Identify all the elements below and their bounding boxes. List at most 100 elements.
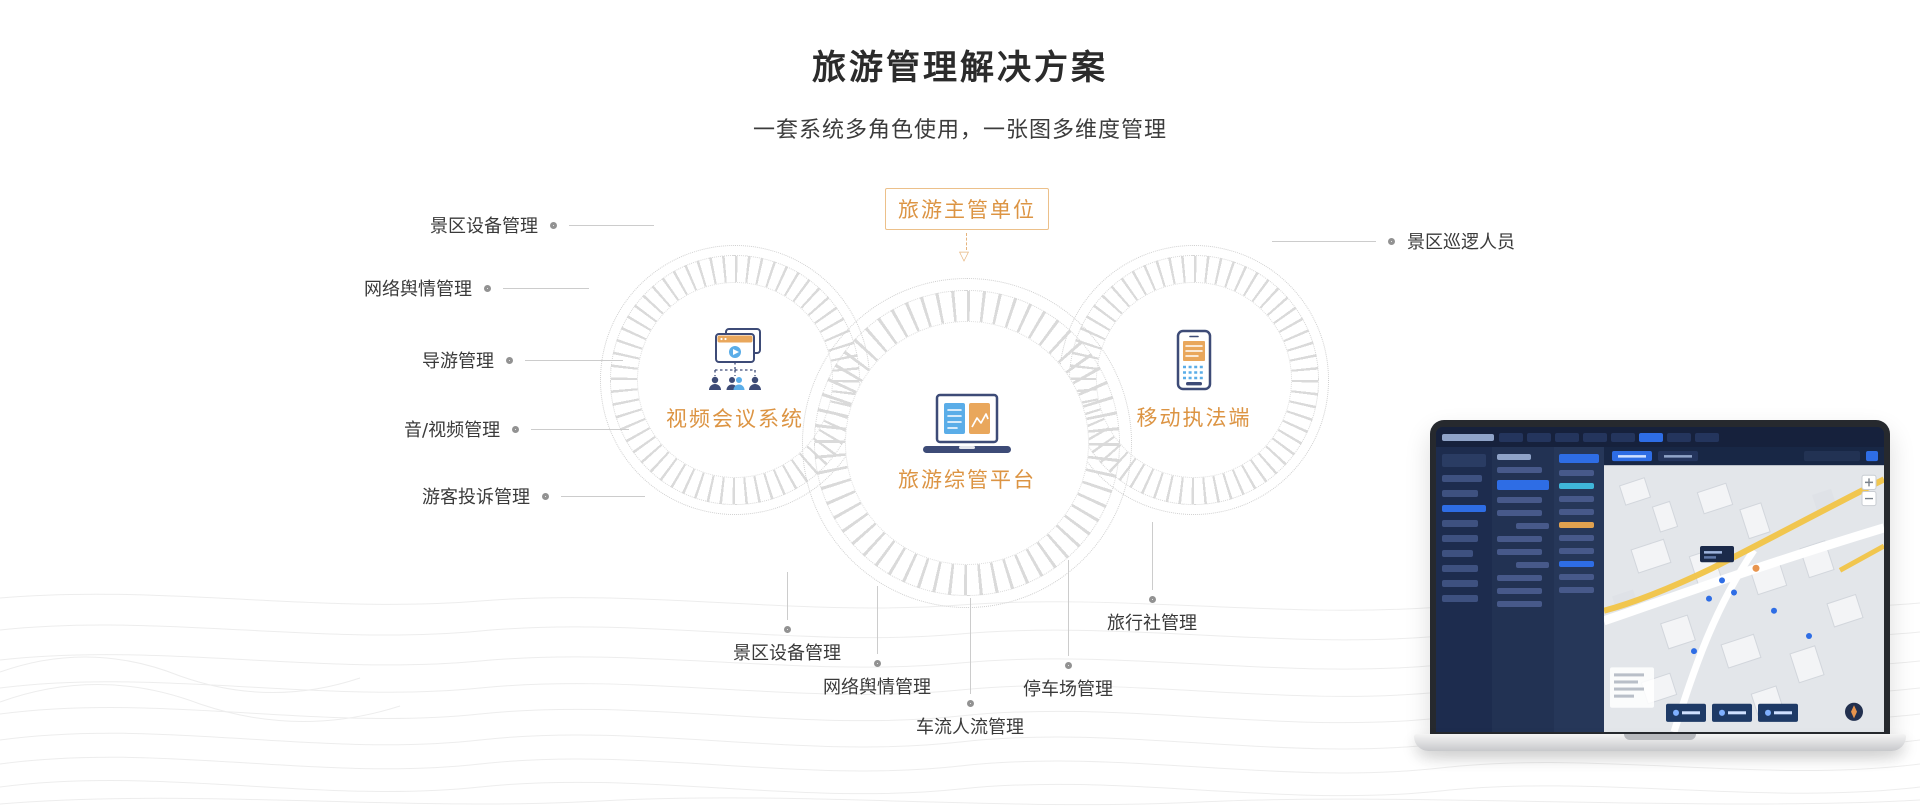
ui-bar <box>1559 587 1595 593</box>
ui-bar <box>1497 454 1532 460</box>
connector-line <box>1272 240 1376 242</box>
ui-bar <box>1559 535 1595 541</box>
label-text: 音/视频管理 <box>404 420 501 441</box>
ui-bar <box>1667 432 1691 442</box>
dashed-down-arrow-icon: ▽ <box>959 249 969 264</box>
connector-line <box>525 359 623 361</box>
ui-bar <box>1639 432 1663 442</box>
ui-bar <box>1442 565 1479 572</box>
ui-bar <box>1442 595 1479 602</box>
ui-bar <box>1555 432 1579 442</box>
dashboard-sidebar <box>1436 447 1492 732</box>
right-label-row-1: 景区巡逻人员 <box>1272 231 1515 253</box>
ui-bar <box>1583 432 1607 442</box>
ui-bar <box>1497 510 1542 516</box>
ui-bar <box>1559 454 1599 463</box>
left-label-row-5: 游客投诉管理 <box>422 486 645 508</box>
laptop-dashboard-icon <box>923 393 1011 453</box>
node-video-label: 视频会议系统 <box>666 406 804 431</box>
connector-dot <box>512 425 520 433</box>
connector-line <box>786 572 788 620</box>
ui-bar <box>1442 580 1479 587</box>
ui-bar <box>1442 535 1479 542</box>
node-mobile-label: 移动执法端 <box>1136 405 1252 430</box>
connector-line <box>969 598 971 694</box>
ui-bar <box>1497 549 1542 555</box>
connector-line <box>569 224 654 226</box>
left-label-row-1: 景区设备管理 <box>430 215 654 237</box>
ui-bar <box>1442 475 1483 482</box>
connector-dot <box>484 284 491 292</box>
connector-line <box>1151 522 1153 590</box>
left-label-row-2: 网络舆情管理 <box>364 278 589 300</box>
dashboard-sidebar-header <box>1442 454 1486 467</box>
ui-bar <box>1559 509 1595 515</box>
bottom-label-col-3: 车流人流管理 <box>880 598 1060 739</box>
ui-bar <box>1442 520 1479 527</box>
dashboard-list-panel <box>1554 447 1604 732</box>
ui-bar <box>1527 432 1551 442</box>
ui-bar <box>1559 548 1595 554</box>
connector-line <box>531 428 630 430</box>
left-label-row-3: 导游管理 <box>422 350 623 372</box>
ui-bar <box>1611 432 1635 442</box>
node-video-inner: 视频会议系统 <box>637 282 833 478</box>
dashboard-logo <box>1442 433 1494 441</box>
ui-bar <box>1497 588 1542 594</box>
dashed-connector-line <box>966 233 967 250</box>
ui-bar <box>1497 575 1542 581</box>
node-platform-inner: 旅游综管平台 <box>845 321 1089 565</box>
connector-dot <box>550 221 557 229</box>
ui-bar <box>1497 536 1542 542</box>
bottom-label-col-5: 旅行社管理 <box>1062 522 1242 635</box>
connector-dot <box>873 660 881 667</box>
ui-bar <box>1497 467 1542 473</box>
page-title: 旅游管理解决方案 <box>812 48 1108 88</box>
connector-line <box>1067 560 1069 656</box>
ui-bar <box>1559 483 1595 489</box>
connector-line <box>561 495 645 497</box>
ui-bar <box>1515 523 1549 529</box>
label-text: 景区巡逻人员 <box>1407 232 1515 253</box>
connector-dot <box>1064 662 1072 669</box>
ui-bar <box>1559 522 1595 528</box>
connector-dot <box>1148 596 1156 603</box>
smartphone-icon <box>1176 329 1212 390</box>
connector-dot <box>783 626 791 633</box>
connector-line <box>876 586 878 654</box>
node-platform-label: 旅游综管平台 <box>898 467 1036 492</box>
label-text: 游客投诉管理 <box>422 487 530 508</box>
dashboard-topbar <box>1436 427 1884 447</box>
dashboard-body <box>1436 447 1884 732</box>
ui-bar <box>1559 470 1595 476</box>
ui-bar <box>1695 432 1719 442</box>
label-text: 网络舆情管理 <box>823 677 931 698</box>
bottom-label-col-4: 停车场管理 <box>978 560 1158 701</box>
ui-bar <box>1559 496 1595 502</box>
connector-dot <box>506 356 513 364</box>
label-text: 景区设备管理 <box>430 216 538 237</box>
laptop-mockup <box>1414 420 1906 760</box>
ui-bar <box>1515 562 1549 568</box>
bottom-label-col-2: 网络舆情管理 <box>787 586 967 699</box>
authority-box: 旅游主管单位 <box>885 188 1049 230</box>
ui-bar <box>1497 480 1549 490</box>
laptop-base <box>1414 734 1906 751</box>
ui-bar <box>1442 550 1473 557</box>
ui-bar <box>1442 505 1486 512</box>
dashboard-mockup <box>1436 427 1884 732</box>
left-label-row-4: 音/视频管理 <box>404 419 630 441</box>
label-text: 导游管理 <box>422 351 494 372</box>
label-text: 网络舆情管理 <box>364 279 472 300</box>
label-text: 旅行社管理 <box>1107 613 1197 634</box>
dashboard-tree-panel <box>1492 447 1554 732</box>
page-subtitle: 一套系统多角色使用，一张图多维度管理 <box>752 118 1167 143</box>
connector-line <box>503 287 589 289</box>
connector-dot <box>966 700 974 707</box>
label-text: 停车场管理 <box>1023 679 1113 700</box>
bottom-label-col-1: 景区设备管理 <box>697 572 877 665</box>
laptop-screen <box>1430 420 1890 736</box>
ui-bar <box>1497 601 1542 607</box>
node-platform: 旅游综管平台 <box>802 278 1132 608</box>
